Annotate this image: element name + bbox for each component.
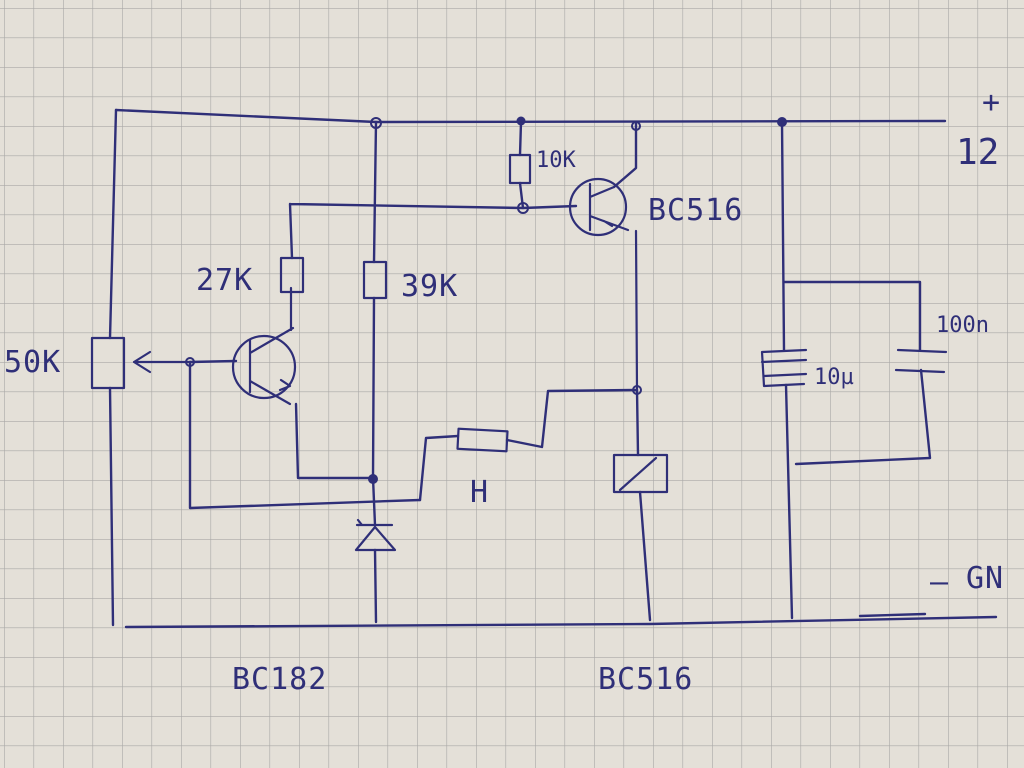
supply-label: 12 — [956, 132, 999, 173]
resistor-10k-wire — [518, 120, 578, 210]
cap-100n-wire — [782, 280, 932, 466]
transistor-bc182-leads — [248, 286, 295, 406]
junction-pot-base — [185, 357, 195, 367]
transistor-bc516-label: BC516 — [648, 193, 743, 228]
footer-right-part: BC516 — [598, 662, 693, 697]
capacitor-10u-label: 10µ — [814, 365, 854, 390]
transistor-bc516-collector-wire — [612, 122, 638, 189]
junction-emitter — [368, 474, 378, 484]
capacitor-100n-label: 100n — [936, 313, 989, 338]
resistor-10k — [508, 153, 532, 185]
ground-label: GN — [966, 561, 1004, 596]
junction-supply-bc516 — [631, 121, 641, 131]
resistor-h — [456, 427, 509, 453]
pot-wire — [108, 108, 118, 627]
base-feedback-wire — [188, 360, 422, 510]
transistor-bc182 — [231, 334, 297, 400]
resistor-27k-label: 27K — [196, 263, 253, 298]
junction-supply-cap — [777, 117, 787, 127]
resistor-39k-wire — [371, 120, 378, 480]
junction-10k-base — [517, 202, 529, 214]
ground-rail-thick — [858, 612, 927, 618]
ground-minus: – — [930, 565, 949, 600]
resistor-h-wire — [418, 388, 639, 502]
relay-diagonal — [618, 456, 658, 492]
resistor-39k-label: 39K — [401, 269, 458, 304]
diode-wire — [371, 476, 378, 624]
pot-wiper — [132, 350, 192, 374]
resistor-h-label: H — [470, 475, 489, 510]
capacitor-10u — [760, 348, 808, 388]
resistor-10k-label: 10K — [536, 148, 576, 173]
junction-relay-top — [632, 385, 642, 395]
transistor-bc182-emitter-wire — [294, 402, 374, 480]
supply-plus: + — [982, 85, 1001, 120]
potentiometer — [90, 336, 126, 390]
junction-supply-10k — [516, 116, 526, 126]
relay-wire — [635, 388, 652, 622]
base-wire — [188, 359, 238, 364]
relay-coil — [612, 453, 669, 494]
pot-label: 50K — [4, 345, 61, 380]
transistor-bc516-leads — [588, 182, 639, 392]
capacitor-100n — [894, 348, 948, 374]
footer-left-part: BC182 — [232, 662, 327, 697]
junction-supply-left — [370, 117, 382, 129]
resistor-27k-wire — [288, 202, 525, 260]
ground-rail — [124, 615, 998, 629]
transistor-bc516 — [568, 177, 628, 237]
resistor-39k — [362, 260, 388, 300]
cap-10u-wire — [780, 120, 794, 620]
zener-diode — [354, 518, 397, 552]
